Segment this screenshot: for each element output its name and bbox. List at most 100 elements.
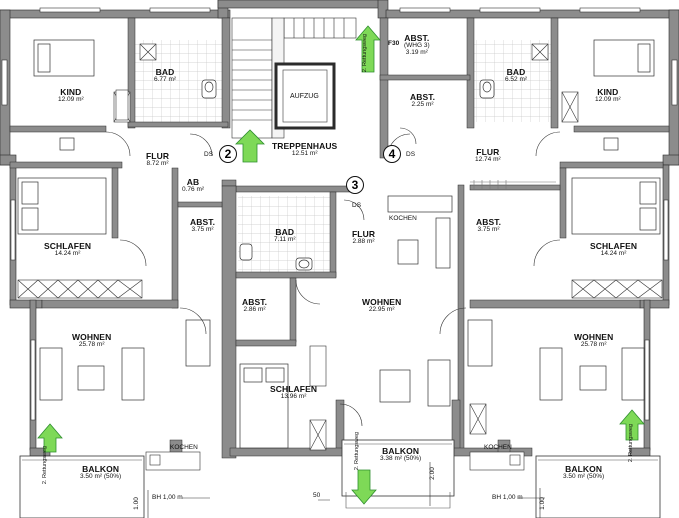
room-name: FLUR (352, 229, 376, 239)
rettungsweg-label-top: 2. Rettungsweg (362, 33, 369, 73)
room-area: 14.24 m² (54, 249, 81, 257)
room-area: 3.50 m² (50%) (80, 472, 122, 480)
room-name: KIND (597, 87, 619, 97)
unit-marker-4: 4 (383, 145, 401, 163)
room-schlafen-center: SCHLAFEN 13.96 m² (270, 385, 317, 401)
room-kind-left: KIND 12.09 m² (58, 88, 84, 104)
room-area: 8.72 m² (146, 159, 169, 167)
dim-50-label: 50 (313, 492, 321, 499)
room-bad-left: BAD 6.77 m² (154, 68, 176, 84)
rettungsweg-label-center: 2. Rettungsweg (354, 431, 361, 471)
room-abst-left: ABST. 3.75 m² (190, 218, 215, 234)
interior-walls (9, 17, 670, 459)
room-name: BALKON (565, 464, 603, 474)
rettungsweg-label-left: 2. Rettungsweg (42, 445, 49, 485)
room-name: BALKON (82, 464, 120, 474)
door-swings (105, 127, 561, 427)
room-balkon-left: BALKON 3.50 m² (50%) (80, 465, 121, 481)
elevator-cabin (282, 69, 328, 123)
ds-label-right: DS (406, 151, 416, 158)
room-name: ABST. (190, 217, 216, 227)
room-name: SCHLAFEN (270, 384, 318, 394)
room-area: 2.88 m² (352, 237, 375, 245)
unit-marker-2: 2 (219, 145, 237, 163)
ds-label-left: DS (204, 151, 214, 158)
room-area: 2.86 m² (243, 305, 266, 313)
room-flur-left: FLUR 8.72 m² (146, 152, 169, 168)
room-name: AB (186, 177, 200, 187)
room-area: 12.09 m² (58, 95, 84, 103)
unit-marker-3: 3 (346, 176, 364, 194)
bh-label-left: BH 1,00 m (152, 494, 183, 501)
beds (17, 39, 661, 449)
sanitary-fixtures (201, 79, 495, 271)
room-abst-right: ABST. 3.75 m² (476, 218, 501, 234)
wardrobes (17, 89, 663, 387)
room-area: 22.95 m² (368, 305, 395, 313)
balconies (19, 439, 661, 518)
room-kind-right: KIND 12.09 m² (595, 88, 621, 104)
room-ab-left: AB 0.76 m² (182, 178, 204, 194)
room-name: ABST. (410, 92, 436, 102)
room-bad-center: BAD 7.11 m² (274, 228, 296, 244)
room-area: 7.11 m² (274, 235, 296, 243)
room-area: 6.77 m² (154, 75, 177, 83)
dim-100-right: 1.00 (538, 497, 546, 510)
room-sub: (WHG 3) (404, 41, 430, 49)
room-area: 25.78 m² (78, 340, 105, 348)
elevator-shaft (274, 62, 336, 130)
room-abst-right-top: ABST. 2.25 m² (410, 93, 435, 109)
kochen-label-left: KOCHEN (170, 444, 198, 451)
escape-route-arrows (37, 25, 645, 505)
room-area: 3.75 m² (191, 225, 214, 233)
room-name: SCHLAFEN (590, 241, 638, 251)
room-area: 12.74 m² (475, 155, 501, 163)
room-balkon-center: BALKON 3.38 m² (50%) (380, 447, 421, 463)
room-area: 2.25 m² (411, 100, 434, 108)
room-name: BAD (506, 67, 526, 77)
room-name: TREPPENHAUS (272, 141, 338, 151)
room-name: AUFZUG (290, 93, 319, 100)
windows (1, 7, 678, 421)
room-schlafen-left: SCHLAFEN 14.24 m² (44, 242, 91, 258)
dim-100-left: 1.00 (132, 497, 140, 510)
room-balkon-right: BALKON 3.50 m² (50%) (563, 465, 604, 481)
dimension-lines (147, 462, 545, 518)
room-flur-center: FLUR 2.88 m² (352, 230, 375, 246)
kochen-label-right: KOCHEN (484, 444, 512, 451)
room-area: 3.75 m² (477, 225, 500, 233)
room-wohnen-center: WOHNEN 22.95 m² (362, 298, 401, 314)
room-name: BAD (155, 67, 175, 77)
room-name: WOHNEN (72, 332, 112, 342)
room-schlafen-right: SCHLAFEN 14.24 m² (590, 242, 637, 258)
room-area: 0.76 m² (182, 185, 205, 193)
room-name: ABST. (476, 217, 502, 227)
kitchens (145, 451, 525, 471)
room-wohnen-left: WOHNEN 25.78 m² (72, 333, 111, 349)
balcony-rails (22, 443, 658, 509)
room-area: 3.50 m² (50%) (563, 472, 605, 480)
room-area: 6.52 m² (505, 75, 528, 83)
room-name: ABST. (242, 297, 268, 307)
bath-center-tiles (238, 196, 330, 274)
room-name: FLUR (476, 147, 500, 157)
room-name: KIND (60, 87, 82, 97)
room-area: 13.96 m² (280, 392, 307, 400)
room-name: ABST. (404, 33, 430, 43)
room-name: FLUR (146, 151, 170, 161)
room-area: 12.09 m² (595, 95, 621, 103)
room-abst-whg3: ABST. (WHG 3) 3.19 m² (404, 34, 430, 57)
room-aufzug: AUFZUG (290, 93, 319, 100)
bh-label-right: BH 1,00 m (492, 494, 523, 501)
room-wohnen-right: WOHNEN 25.78 m² (574, 333, 613, 349)
room-area: 3.19 m² (405, 48, 428, 56)
furniture (39, 137, 645, 407)
radiators (470, 180, 556, 190)
room-name: WOHNEN (362, 297, 402, 307)
room-flur-right: FLUR 12.74 m² (475, 148, 501, 164)
kochen-label-center: KOCHEN (389, 215, 417, 222)
ds-label-center: DS (352, 202, 362, 209)
room-area: 25.78 m² (580, 340, 607, 348)
